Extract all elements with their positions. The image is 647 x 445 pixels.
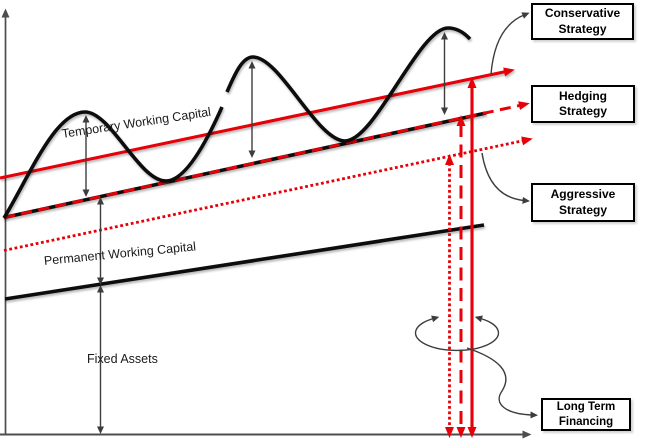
long-term-financing-connector-arrow <box>466 347 538 419</box>
aggressive-strategy-label: Aggressive Strategy <box>550 187 616 217</box>
aggressive-connector-arrow <box>481 152 530 204</box>
seasonal-demand-wave <box>2 26 472 219</box>
hedging-line-red-dashed <box>3 101 530 219</box>
fixed-assets-label: Fixed Assets <box>87 352 158 366</box>
conservative-strategy-box: Conservative Strategy <box>531 3 634 40</box>
aggressive-line-dotted <box>3 136 533 252</box>
long-term-financing-label: Long Term Financing <box>556 400 616 428</box>
hedging-strategy-label: Hedging Strategy <box>558 88 608 118</box>
aggressive-strategy-box: Aggressive Strategy <box>531 183 635 222</box>
conservative-connector-arrow <box>490 12 530 75</box>
cycle-loop-arrow <box>414 315 500 352</box>
fixed-assets-line <box>4 223 485 301</box>
long-term-financing-box: Long Term Financing <box>541 398 631 431</box>
hedging-strategy-box: Hedging Strategy <box>531 85 635 123</box>
conservative-strategy-label: Conservative Strategy <box>544 6 621 36</box>
